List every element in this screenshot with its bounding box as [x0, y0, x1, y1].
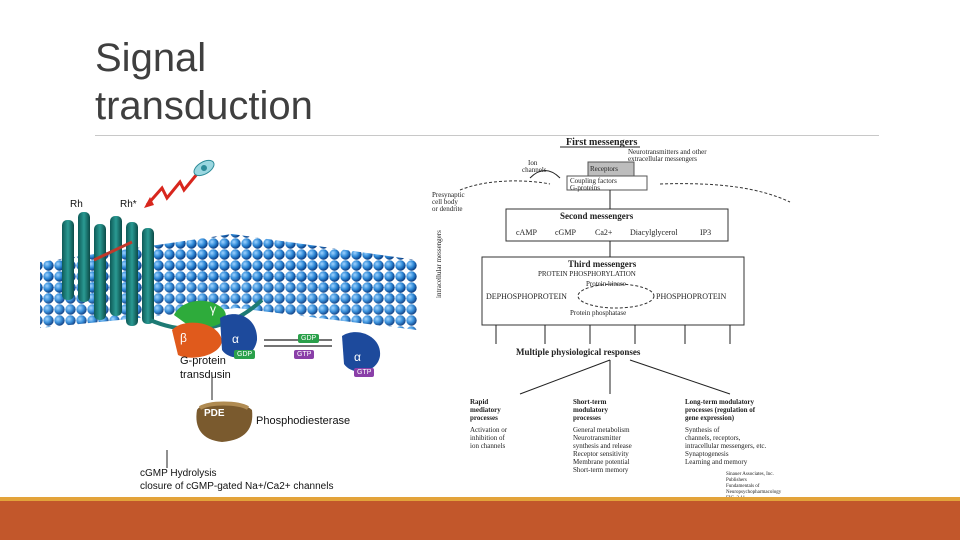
- dendrite-label: or dendrite: [432, 205, 463, 213]
- title-divider: [95, 135, 879, 136]
- pde-label: PDE: [204, 408, 225, 419]
- flowchart-lines: [459, 146, 791, 395]
- second-messengers-title: Second messengers: [560, 211, 634, 221]
- g-alpha-subunit: [220, 314, 258, 358]
- phosphoprotein-label: PHOSPHOPROTEIN: [656, 292, 727, 301]
- gtp-badge-2: GTP: [354, 368, 375, 377]
- g-protein-label: G-protein: [180, 355, 226, 367]
- protein-kinase-label: Protein kinase: [586, 280, 626, 288]
- rh-star-label: Rh*: [120, 199, 137, 210]
- neurotransmitters-label: Neurotransmitters and other: [628, 148, 707, 156]
- eye-icon: [193, 159, 215, 177]
- responses-title: Multiple physiological responses: [516, 347, 641, 357]
- cell-body-label: cell body: [432, 198, 458, 206]
- rh-label: Rh: [70, 199, 83, 210]
- second-messenger-4: Diacylglycerol: [630, 228, 678, 237]
- g-gamma-subunit: [174, 300, 226, 329]
- first-messengers-title: First messengers: [566, 137, 638, 148]
- phototransduction-illustration: Rh Rh* γ β α α GDP GDP GTP GTP G-protein…: [32, 150, 432, 498]
- channels-label: channels: [522, 166, 547, 174]
- title-line-2: transduction: [95, 84, 313, 128]
- gtp-badge-1: GTP: [294, 350, 315, 359]
- receptors-label: Receptors: [590, 165, 618, 173]
- pde-enzyme: [196, 402, 253, 442]
- membrane-graphic: [40, 159, 417, 468]
- g-proteins-label: G-proteins: [570, 184, 600, 192]
- cgmp-hydrolysis-label: cGMP Hydrolysis: [140, 468, 217, 479]
- coupling-factors-label: Coupling factors: [570, 177, 617, 185]
- slide-title: Signal transduction: [95, 34, 415, 130]
- presynaptic-label: Presynaptic: [432, 191, 465, 199]
- phosphodiesterase-label: Phosphodiesterase: [256, 415, 351, 427]
- channel-closure-label: closure of cGMP-gated Na+/Ca2+ channels: [140, 481, 334, 492]
- gamma-label: γ: [210, 302, 216, 316]
- gdp-badge-1: GDP: [234, 350, 256, 359]
- gdp-badge-2: GDP: [298, 334, 320, 343]
- beta-label: β: [180, 331, 187, 345]
- g-alpha-free: [342, 332, 381, 372]
- second-messenger-2: cGMP: [555, 228, 576, 237]
- transducin-label: transdusin: [180, 369, 231, 381]
- ion-label: Ion: [528, 159, 538, 167]
- third-messengers-title: Third messengers: [568, 259, 637, 269]
- second-messenger-5: IP3: [700, 228, 712, 237]
- intracellular-side-label: intracellular messengers: [435, 230, 443, 298]
- second-messenger-1: cAMP: [516, 228, 537, 237]
- title-line-1: Signal: [95, 36, 207, 80]
- light-bolt-icon: [145, 173, 199, 206]
- extracellular-label: extracellular messengers: [628, 155, 697, 163]
- alpha-label: α: [232, 332, 239, 346]
- protein-phosphorylation-label: PROTEIN PHOSPHORYLATION: [538, 270, 636, 278]
- footer-bar: [0, 501, 960, 540]
- protein-phosphatase-label: Protein phosphatase: [570, 309, 627, 317]
- alpha-free-label: α: [354, 350, 361, 364]
- second-messenger-3: Ca2+: [595, 228, 613, 237]
- dephosphoprotein-label: DEPHOSPHOPROTEIN: [486, 292, 567, 301]
- messenger-flowchart: First messengers Neurotransmitters and o…: [430, 137, 830, 501]
- g-beta-subunit: [172, 322, 222, 358]
- footer-accent-line: [0, 497, 960, 501]
